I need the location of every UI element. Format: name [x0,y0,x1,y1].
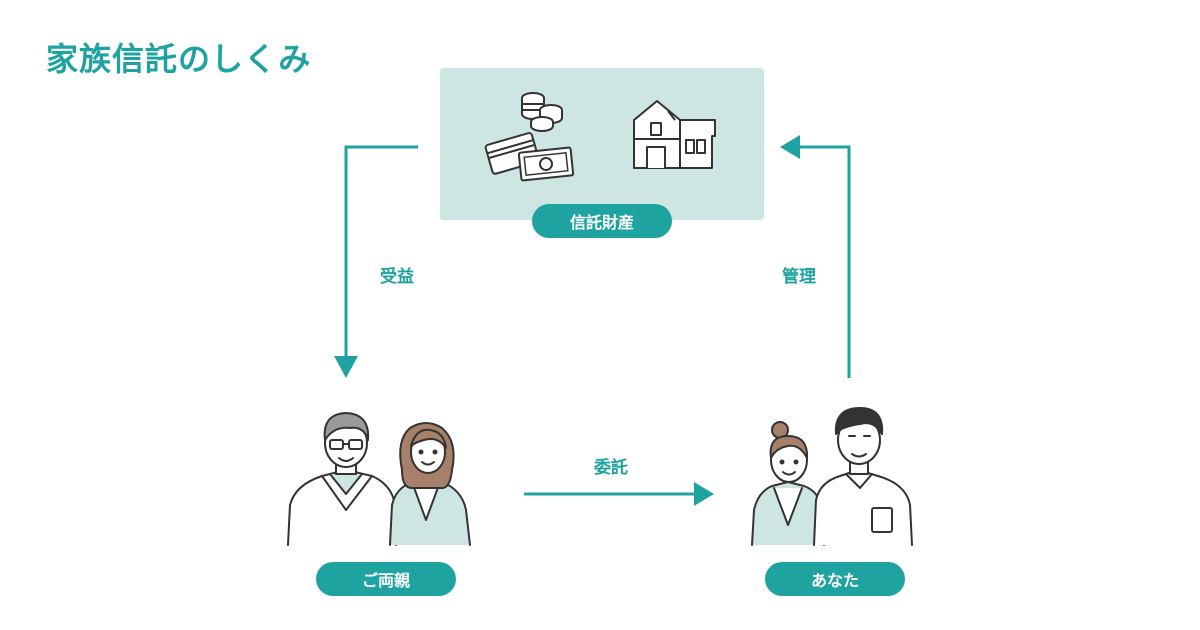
benefit-arrow [334,145,418,378]
benefit-label: 受益 [380,267,414,287]
management-arrow [780,135,851,378]
young-man-figure [813,407,913,546]
management-label: 管理 [782,267,816,287]
father-figure [287,412,397,546]
entrustment-label: 委託 [594,458,628,478]
young-couple-icon [751,407,913,546]
you-label: あなた [765,562,905,596]
trust-property-label: 信託財産 [532,204,672,238]
page-title: 家族信託のしくみ [46,40,312,78]
coins-icon [521,92,563,132]
mother-figure [389,422,471,546]
young-woman-figure [751,421,825,546]
house-icon [633,100,716,169]
elderly-couple-icon [287,412,471,546]
banknote-icon [517,146,575,182]
parents-label: ご両親 [316,562,456,596]
entrustment-arrow [524,482,714,506]
